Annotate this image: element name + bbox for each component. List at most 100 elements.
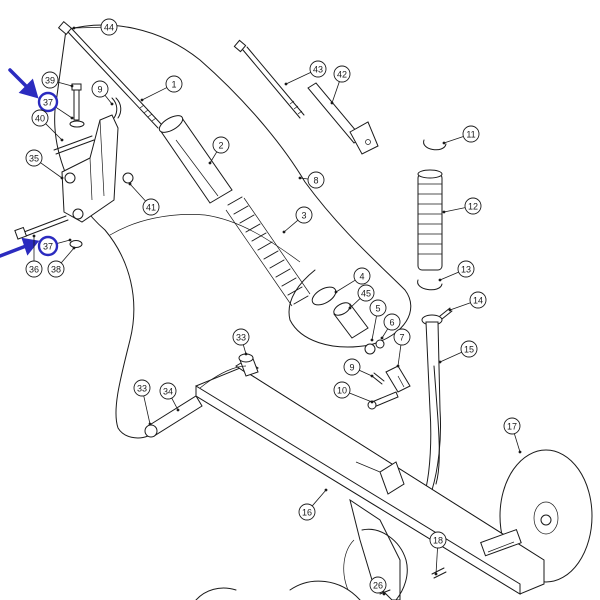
callout-bubble	[159, 382, 177, 400]
bolt-18	[431, 567, 447, 579]
callout: 10	[333, 381, 374, 404]
callout: 17	[503, 417, 522, 454]
callout-leader	[349, 298, 361, 309]
arm-connector	[199, 365, 247, 389]
bolt-26	[379, 589, 391, 595]
callout-leader-dot	[70, 84, 74, 88]
spacer-45	[333, 302, 369, 339]
callout: 41	[128, 182, 160, 216]
callout-bubble	[393, 328, 411, 346]
callout-bubble	[369, 576, 387, 594]
callout-label: 1	[171, 80, 176, 90]
callout-label: 7	[399, 333, 404, 343]
callout-leader-dot	[284, 82, 288, 86]
callout-label: 18	[433, 536, 443, 546]
callout-leader	[331, 81, 340, 104]
callout-bubble	[333, 65, 351, 83]
callout-bubble	[503, 417, 521, 435]
callout-label: 38	[51, 265, 61, 275]
callout: 35	[25, 149, 64, 180]
callout-leader	[141, 87, 168, 101]
callout: 33	[232, 328, 250, 356]
callout-leader-dot	[434, 572, 438, 576]
highlight-ring	[37, 91, 59, 113]
callout-label: 12	[468, 202, 478, 212]
callout-label: 45	[361, 289, 371, 299]
callout-label: 9	[97, 85, 102, 95]
callout-leader	[57, 81, 73, 87]
callout-label: 17	[507, 422, 517, 432]
callout-leader-dot	[140, 98, 144, 102]
callout-label: 9	[349, 363, 354, 373]
callout-bubble	[100, 18, 118, 36]
callout: 40	[31, 109, 64, 142]
callout-leader-dot	[176, 408, 180, 412]
cotter-pin-9b	[371, 372, 385, 385]
callout-label: 15	[464, 345, 474, 355]
callout-leader	[209, 151, 218, 164]
callout-leader-dot	[298, 176, 302, 180]
indicator-arrow-top	[8, 68, 39, 99]
callout-label: 8	[313, 176, 318, 186]
callout-bubble	[369, 299, 387, 317]
callout-bubble	[25, 149, 43, 167]
callout: 45	[348, 284, 375, 310]
nut-6	[375, 339, 385, 349]
callout-bubble	[383, 313, 401, 331]
callout-leader-dot	[370, 374, 374, 378]
callout-label: 5	[375, 304, 380, 314]
callout-leader-dot	[148, 422, 152, 426]
callout-bubble	[353, 267, 371, 285]
callout-bubble	[343, 358, 361, 376]
callout-bubble	[469, 291, 487, 309]
clevis-rod-42	[307, 82, 379, 155]
callout: 7	[393, 328, 411, 368]
callout-leader-dot	[370, 338, 374, 342]
callout-bubble	[165, 75, 183, 93]
callout: 9	[343, 358, 374, 378]
bolt-39	[69, 83, 85, 128]
callout-leader	[242, 344, 247, 355]
callout-label: 37	[43, 242, 53, 252]
callout: 4	[334, 267, 371, 294]
snap-ring-11	[423, 139, 447, 151]
cotter-pin-9	[111, 97, 122, 119]
washer-38	[69, 240, 83, 248]
callout-leader	[283, 219, 299, 233]
callout-leader-dot	[244, 352, 248, 356]
callout-label: 10	[337, 386, 347, 396]
callout-leader	[449, 302, 471, 311]
callout-leader-dot	[518, 450, 522, 454]
callout-leader	[45, 123, 63, 141]
frame-inner-curve	[109, 214, 301, 263]
bolt-14	[439, 307, 453, 320]
callout-label: 33	[137, 384, 147, 394]
callout-leader-dot	[348, 306, 352, 310]
callout-label: 13	[461, 265, 471, 275]
callout-label: 16	[302, 508, 312, 518]
callout-leader	[55, 239, 71, 245]
bushing-33	[238, 353, 259, 377]
callout-leader	[443, 207, 466, 213]
rod-43	[233, 39, 305, 119]
callout: 5	[369, 299, 387, 342]
callout-leader-dot	[60, 176, 64, 180]
callout-leader-dot	[382, 592, 386, 596]
callout-leader	[439, 351, 462, 363]
callout-label: 42	[337, 70, 347, 80]
callout-label: 34	[163, 387, 173, 397]
callout: 8	[298, 171, 325, 189]
callout-bubble	[460, 340, 478, 358]
callout-leader	[349, 392, 373, 403]
callout-label: 40	[35, 114, 45, 124]
callout: 14	[448, 291, 487, 312]
callout-leader-dot	[32, 234, 36, 238]
callout-bubble	[457, 260, 475, 278]
callout: 1	[140, 75, 183, 102]
callout: 3	[282, 206, 313, 234]
callout-leader-dot	[68, 238, 72, 242]
callout-leader	[443, 136, 464, 144]
callout-bubble	[133, 379, 151, 397]
